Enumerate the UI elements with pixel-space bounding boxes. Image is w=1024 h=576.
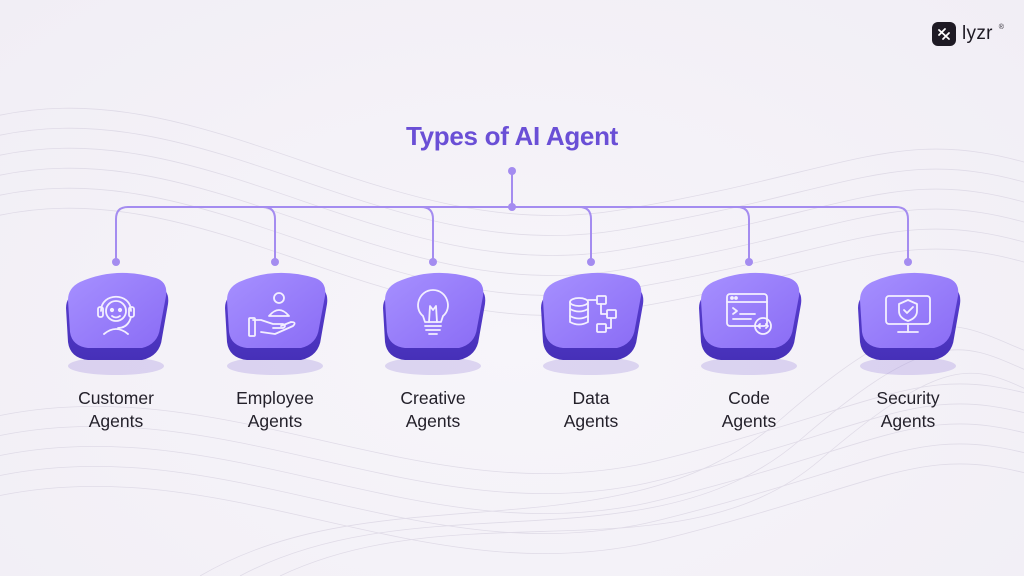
brand-logo: lyzr ® [932, 22, 1004, 46]
branch-end-dot [429, 258, 437, 266]
brand-trademark: ® [998, 24, 1004, 31]
agent-label-line1: Security [876, 388, 940, 408]
hand-holding-person-icon [248, 292, 296, 337]
branch-connector [420, 206, 434, 262]
diagram-title: Types of AI Agent [405, 121, 619, 151]
branch-bar [115, 206, 909, 262]
branch-end-dot [745, 258, 753, 266]
branch-connector [262, 206, 276, 262]
branch-end-dot [587, 258, 595, 266]
agent-label-line1: Employee [236, 388, 314, 408]
agent-label-line2: Agents [880, 411, 936, 431]
lightbulb-icon [417, 289, 449, 335]
lyzr-logo-icon [932, 22, 956, 46]
agent-label-line1: Data [572, 388, 610, 408]
agent-label-line2: Agents [88, 411, 144, 431]
branch-end-dot [271, 258, 279, 266]
agent-label-line2: Agents [405, 411, 461, 431]
agent-label-line1: Code [728, 388, 770, 408]
agent-label-line2: Agents [247, 411, 303, 431]
agent-label-line2: Agents [721, 411, 777, 431]
agent-label-line1: Customer [78, 388, 154, 408]
brand-name: lyzr [962, 23, 993, 44]
agent-tile [858, 272, 961, 375]
branch-connector [578, 206, 592, 262]
agent-label-line1: Creative [400, 388, 466, 408]
agent-tile [66, 272, 169, 375]
branch-end-dot [112, 258, 120, 266]
agent-label-line2: Agents [563, 411, 619, 431]
agent-tile [541, 272, 644, 375]
code-window-icon [726, 293, 772, 335]
headset-support-icon [97, 296, 135, 335]
branch-end-dot [904, 258, 912, 266]
shield-monitor-icon [885, 295, 931, 333]
agent-tile [383, 272, 486, 375]
database-flow-icon [569, 295, 617, 333]
agent-tile [225, 272, 328, 375]
agent-tile [699, 272, 802, 375]
trunk-top-dot [508, 167, 516, 175]
branch-connector [736, 206, 750, 262]
